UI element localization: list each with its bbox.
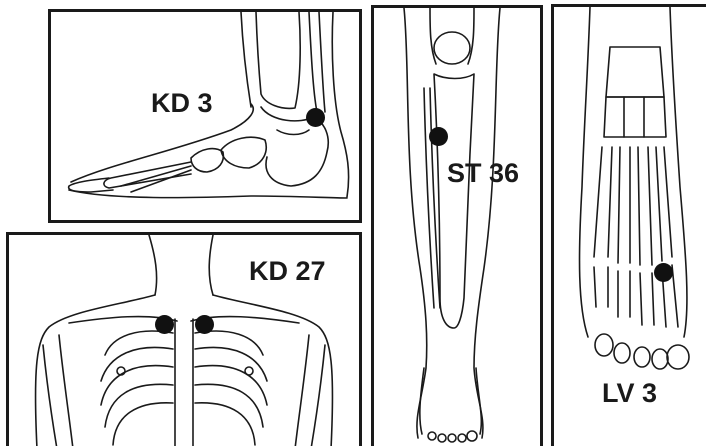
- foot-top-panel: LV 3: [551, 4, 706, 446]
- acupoint-label-kd3: KD 3: [151, 88, 213, 119]
- acupoint-kd27-right-marker: [195, 315, 214, 334]
- chest-panel: KD 27: [6, 232, 362, 446]
- acupoint-kd27-left-marker: [155, 315, 174, 334]
- acupoint-st36-marker: [429, 127, 448, 146]
- acupoint-label-st36: ST 36: [447, 158, 519, 189]
- lower-leg-panel: ST 36: [371, 5, 543, 446]
- acupoint-label-lv3: LV 3: [602, 378, 657, 409]
- acupoint-label-kd27: KD 27: [249, 256, 326, 287]
- ankle-foot-panel: KD 3: [48, 9, 362, 223]
- acupoint-kd3-marker: [306, 108, 325, 127]
- acupoint-lv3-marker: [654, 263, 673, 282]
- lower-leg-illustration: [374, 8, 540, 446]
